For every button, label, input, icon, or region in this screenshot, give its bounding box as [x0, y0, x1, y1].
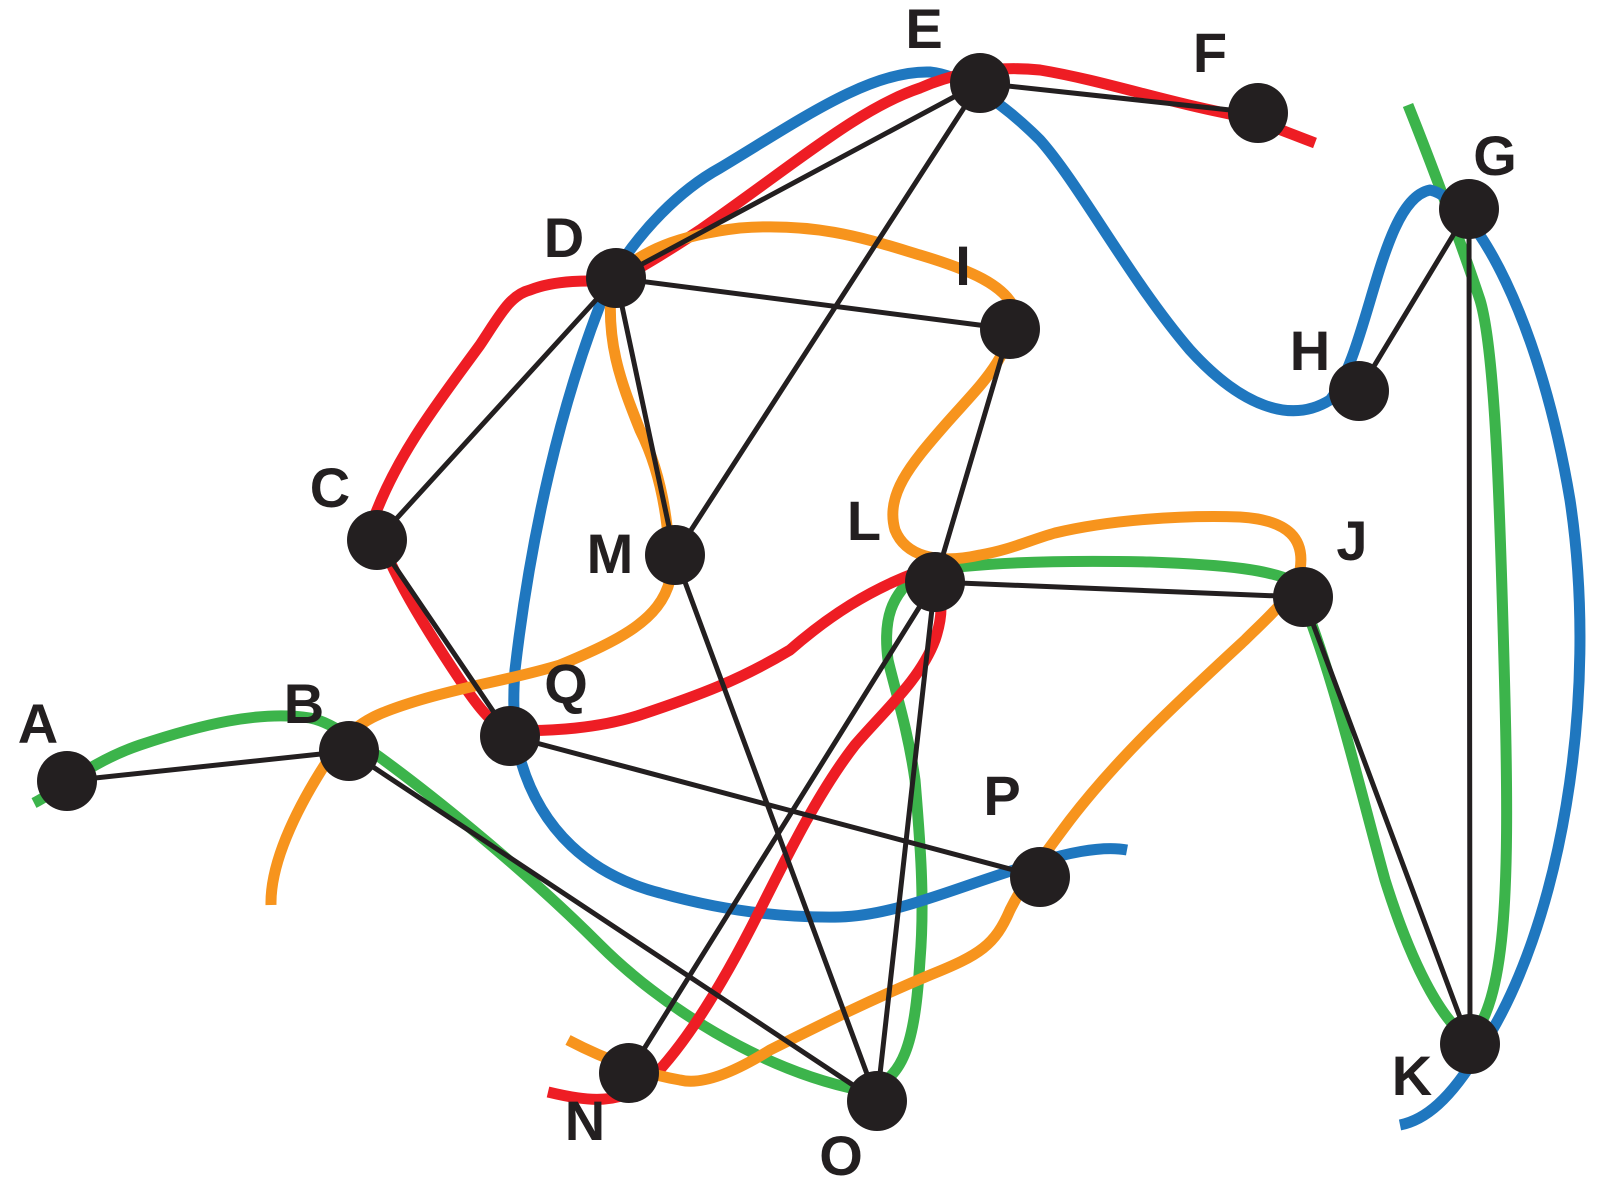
node-label-h: H — [1290, 319, 1330, 382]
node-label-e: E — [905, 0, 942, 60]
node-label-g: G — [1473, 124, 1517, 187]
node-c — [347, 510, 407, 570]
edge-d-m — [613, 275, 678, 558]
node-label-q: Q — [544, 652, 588, 715]
edge-e-m — [672, 80, 983, 558]
node-f — [1228, 83, 1288, 143]
node-e — [950, 53, 1010, 113]
node-label-p: P — [983, 764, 1020, 827]
node-h — [1329, 361, 1389, 421]
node-label-d: D — [544, 206, 584, 269]
node-label-l: L — [847, 489, 881, 552]
nodes-layer: A B C D E F G H I J K L M N O P Q — [18, 0, 1517, 1187]
node-label-a: A — [18, 692, 58, 755]
node-label-f: F — [1193, 21, 1227, 84]
route-blue — [508, 66, 1586, 1131]
edge-q-p — [507, 733, 1043, 880]
edge-b-o — [346, 748, 880, 1104]
node-i — [980, 299, 1040, 359]
node-d — [586, 248, 646, 308]
node-b — [319, 721, 379, 781]
node-label-b: B — [284, 672, 324, 735]
node-label-j: J — [1336, 509, 1367, 572]
routes-layer — [31, 63, 1586, 1131]
edge-d-e — [613, 80, 983, 281]
route-orange — [265, 221, 1307, 1087]
edges-layer — [64, 80, 1473, 1104]
edge-d-i — [613, 275, 1013, 332]
node-k — [1440, 1014, 1500, 1074]
edge-m-o — [672, 552, 880, 1104]
edge-i-l — [932, 326, 1013, 585]
node-label-n: N — [565, 1089, 605, 1152]
node-l — [905, 552, 965, 612]
node-label-o: O — [819, 1124, 863, 1187]
node-j — [1273, 567, 1333, 627]
node-p — [1010, 847, 1070, 907]
edge-c-q — [374, 537, 513, 739]
edge-l-j — [932, 579, 1306, 600]
node-label-k: K — [1392, 1044, 1432, 1107]
node-m — [645, 525, 705, 585]
edge-c-d — [374, 275, 619, 543]
edge-g-k — [1466, 206, 1473, 1047]
node-label-i: I — [955, 234, 971, 297]
node-label-c: C — [310, 456, 350, 519]
node-q — [480, 706, 540, 766]
edge-j-k — [1300, 594, 1473, 1047]
route-red — [369, 63, 1317, 1105]
node-a — [37, 751, 97, 811]
node-label-m: M — [587, 522, 634, 585]
edge-g-h — [1356, 206, 1472, 394]
edge-a-b — [64, 748, 352, 784]
node-o — [847, 1071, 907, 1131]
node-n — [599, 1043, 659, 1103]
edge-e-f — [977, 80, 1261, 116]
route-green — [31, 102, 1513, 1096]
node-g — [1439, 179, 1499, 239]
edge-l-n — [626, 579, 938, 1076]
